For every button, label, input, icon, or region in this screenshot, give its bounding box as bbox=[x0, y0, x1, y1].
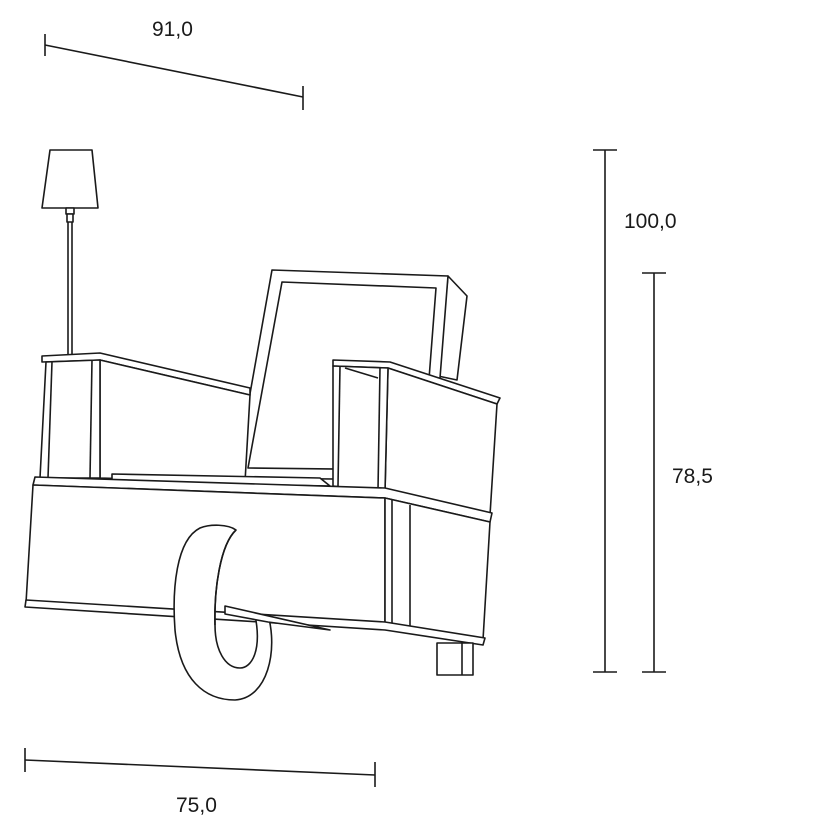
dimension-total-height-label: 100,0 bbox=[624, 210, 677, 233]
lamp bbox=[41, 149, 99, 355]
dimension-width-line bbox=[24, 748, 376, 787]
dimension-armrest-height-line bbox=[642, 272, 666, 673]
dimension-width-label: 75,0 bbox=[176, 794, 217, 817]
dimension-depth-line bbox=[44, 34, 304, 110]
dimension-depth-label: 91,0 bbox=[152, 18, 193, 41]
foot bbox=[436, 642, 474, 676]
dimension-total-height-line bbox=[593, 149, 617, 673]
right-arm-shelf bbox=[332, 359, 501, 516]
curved-runner bbox=[173, 524, 331, 701]
dimension-armrest-height-label: 78,5 bbox=[672, 465, 713, 488]
left-arm-shelf bbox=[39, 352, 251, 483]
